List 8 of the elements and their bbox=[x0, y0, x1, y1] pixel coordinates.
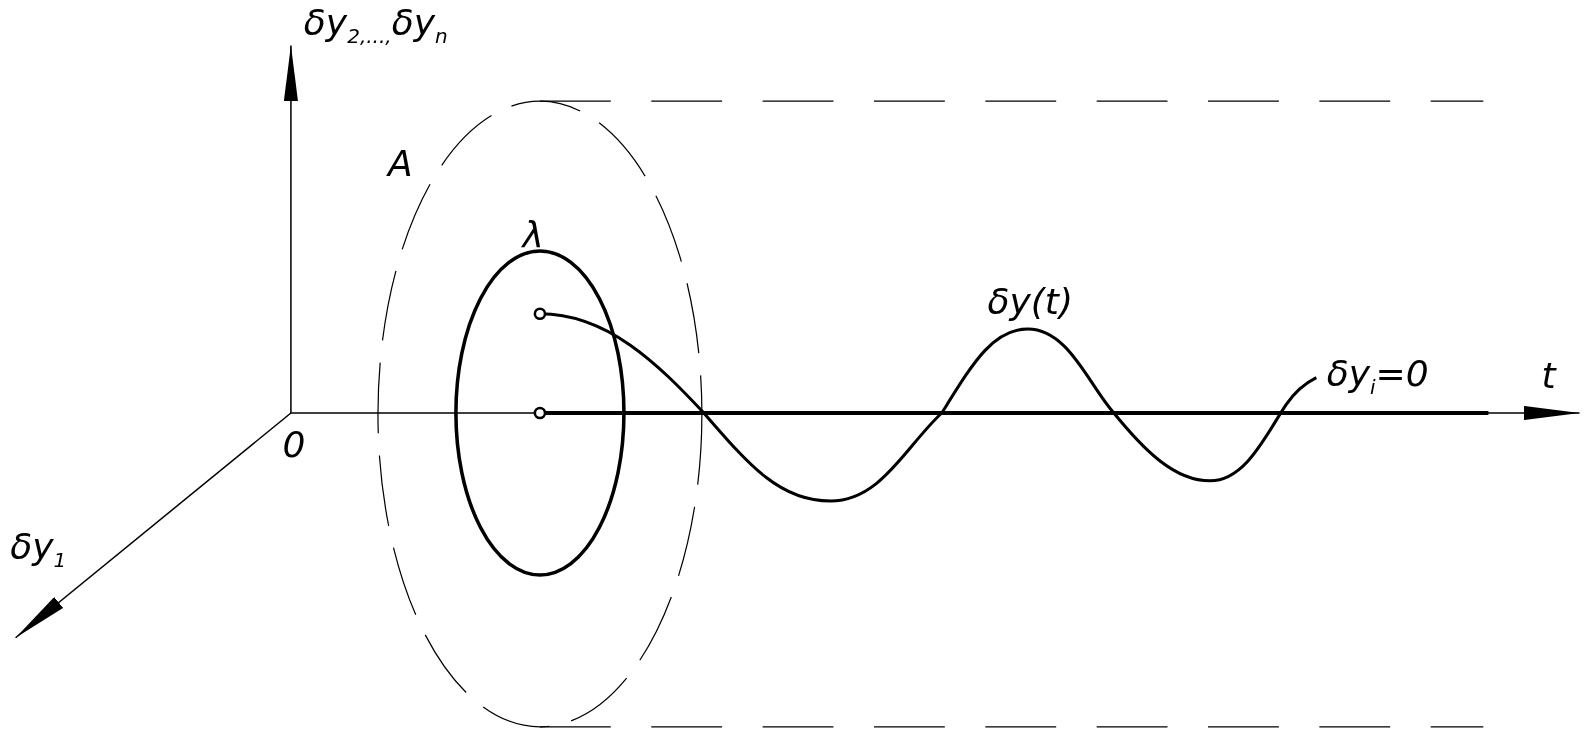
origin-label: 0 bbox=[282, 425, 306, 465]
axis-label: δy$_{1}$ bbox=[10, 526, 67, 571]
axis-label: δy$_{2,...,}$δy$_{n}$ bbox=[303, 3, 448, 48]
region-label: A bbox=[387, 143, 413, 184]
region-label: λ bbox=[522, 214, 544, 255]
curve-label: δy$_{i}$=0 bbox=[1326, 354, 1429, 399]
curve-label: δy(t) bbox=[987, 281, 1073, 322]
axis-label: t bbox=[1541, 356, 1556, 397]
